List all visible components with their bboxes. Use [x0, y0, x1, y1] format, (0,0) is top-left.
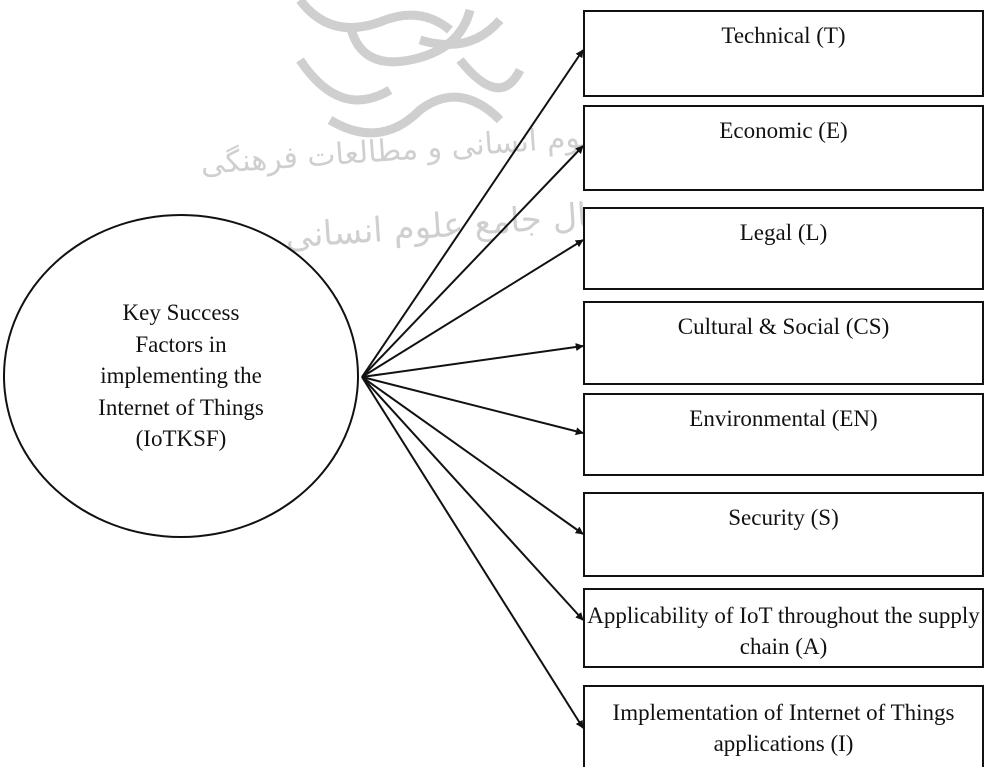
- factor-box-cultural-social: Cultural & Social (CS): [583, 301, 984, 385]
- factor-label: Cultural & Social (CS): [677, 314, 890, 339]
- factor-label: Environmental (EN): [689, 406, 878, 431]
- factor-box-economic: Economic (E): [583, 105, 984, 191]
- factor-box-legal: Legal (L): [583, 207, 984, 290]
- arrow-implementation: [361, 376, 584, 729]
- factor-box-technical: Technical (T): [583, 10, 984, 97]
- arrow-technical: [361, 49, 584, 378]
- arrow-economic: [361, 145, 584, 378]
- factor-label: Legal (L): [739, 220, 828, 245]
- arrow-cultural-social: [361, 343, 584, 378]
- factor-label: Security (S): [728, 505, 839, 530]
- factor-label: Implementation of Internet of Things app…: [612, 700, 955, 756]
- factor-box-implementation: Implementation of Internet of Things app…: [583, 685, 984, 767]
- factor-box-environmental: Environmental (EN): [583, 393, 984, 476]
- factor-box-applicability: Applicability of IoT throughout the supp…: [583, 588, 984, 668]
- factor-label: Technical (T): [721, 23, 846, 48]
- hub-circle: Key Success Factors in implementing the …: [3, 214, 359, 538]
- arrow-applicability: [361, 376, 584, 621]
- factor-label: Economic (E): [719, 118, 848, 143]
- arrow-environmental: [361, 376, 584, 436]
- arrow-security: [361, 376, 584, 535]
- factor-label: Applicability of IoT throughout the supp…: [587, 603, 980, 659]
- factor-box-security: Security (S): [583, 492, 984, 577]
- arrow-legal: [361, 239, 584, 378]
- hub-label: Key Success Factors in implementing the …: [98, 300, 264, 452]
